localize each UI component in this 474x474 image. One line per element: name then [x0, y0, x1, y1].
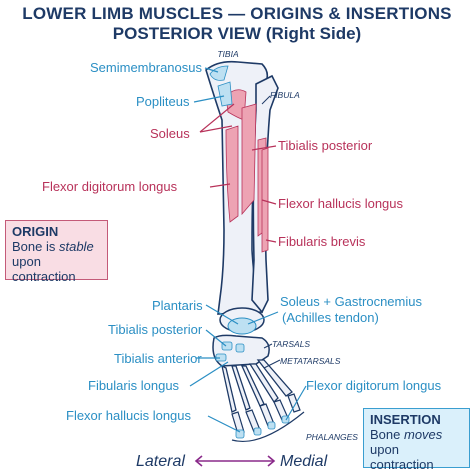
leader-flexor-hallucis-origin — [261, 199, 277, 205]
label-popliteus: Popliteus — [136, 94, 190, 109]
leader-tibialis-posterior-origin — [251, 145, 277, 151]
fibularis-brevis-origin-area — [261, 147, 269, 253]
leader-fibula — [261, 95, 271, 105]
popliteus-insertion-area — [217, 81, 233, 107]
label-soleus-gastrocnemius: Soleus + Gastrocnemius — [280, 294, 422, 309]
distal-phalanx-insertion-2 — [253, 427, 262, 436]
leader-tibialis-posterior-ins — [205, 329, 227, 347]
label-flexor-hallucis-origin: Flexor hallucis longus — [278, 196, 404, 211]
semimembranosus-insertion-area — [209, 65, 229, 81]
leader-soleus-gastrocnemius — [247, 311, 279, 325]
metatarsal-1 — [221, 364, 237, 413]
leader-flexor-hallucis-ins — [207, 415, 241, 433]
label-fibularis-brevis-origin: Fibularis brevis — [278, 234, 366, 249]
leader-flexor-digitorum-origin — [209, 183, 231, 188]
label-tibialis-anterior: Tibialis anterior — [114, 351, 202, 366]
leader-soleus-origin-2 — [199, 125, 233, 133]
label-tibialis-posterior-insertion: Tibialis posterior — [108, 322, 203, 337]
label-achilles-tendon: (Achilles tendon) — [282, 310, 379, 325]
distal-phalanx-insertion-1 — [235, 429, 245, 439]
label-flexor-digitorum-origin: Flexor digitorum longus — [42, 179, 178, 194]
label-flexor-digitorum-insertion: Flexor digitorum longus — [306, 378, 442, 393]
fibula-label: FIBULA — [270, 90, 300, 100]
metatarsal-5 — [256, 359, 293, 397]
label-flexor-hallucis-insertion: Flexor hallucis longus — [66, 408, 192, 423]
leader-plantaris — [205, 304, 239, 325]
leader-fibularis-brevis-origin — [265, 239, 277, 243]
medial-label: Medial — [280, 453, 328, 470]
leader-fibularis-longus — [189, 361, 229, 387]
label-fibularis-longus: Fibularis longus — [88, 378, 180, 393]
lateral-label: Lateral — [136, 453, 185, 470]
tibia-label: TIBIA — [217, 49, 239, 59]
leader-metatarsals — [263, 359, 281, 369]
label-plantaris: Plantaris — [152, 298, 203, 313]
tarsal-insertion-2 — [235, 343, 245, 353]
label-tibialis-posterior-origin: Tibialis posterior — [278, 138, 373, 153]
leader-soleus-origin-1 — [199, 103, 235, 133]
tarsal-insertion-1 — [221, 341, 233, 351]
metatarsal-3 — [240, 365, 265, 407]
title-line-1: LOWER LIMB MUSCLES — ORIGINS & INSERTION… — [22, 4, 452, 23]
leader-popliteus — [193, 95, 225, 103]
insertion-legend-title: INSERTION — [370, 412, 441, 427]
label-soleus-origin: Soleus — [150, 126, 190, 141]
phalanges-5 — [287, 393, 301, 413]
distal-phalanx-insertion-3 — [267, 421, 276, 430]
metatarsals-label: METATARSALS — [280, 356, 341, 366]
tarsals-label: TARSALS — [272, 339, 310, 349]
phalanges-bracket — [231, 411, 305, 443]
lateral-medial-arrow — [194, 455, 276, 467]
origin-legend-title: ORIGIN — [12, 224, 59, 239]
metatarsal-4 — [248, 363, 279, 404]
leader-flexor-digitorum-ins — [285, 385, 307, 421]
tibialis-posterior-origin-area — [241, 103, 257, 216]
flexor-digitorum-origin-area — [225, 125, 239, 223]
leader-semimembranosus — [204, 67, 219, 73]
title-line-2: POSTERIOR VIEW (Right Side) — [112, 24, 362, 43]
leader-tarsals — [263, 343, 273, 349]
metatarsal-2 — [231, 365, 251, 411]
label-semimembranosus: Semimembranosus — [90, 60, 202, 75]
phalanges-label: PHALANGES — [306, 432, 358, 442]
